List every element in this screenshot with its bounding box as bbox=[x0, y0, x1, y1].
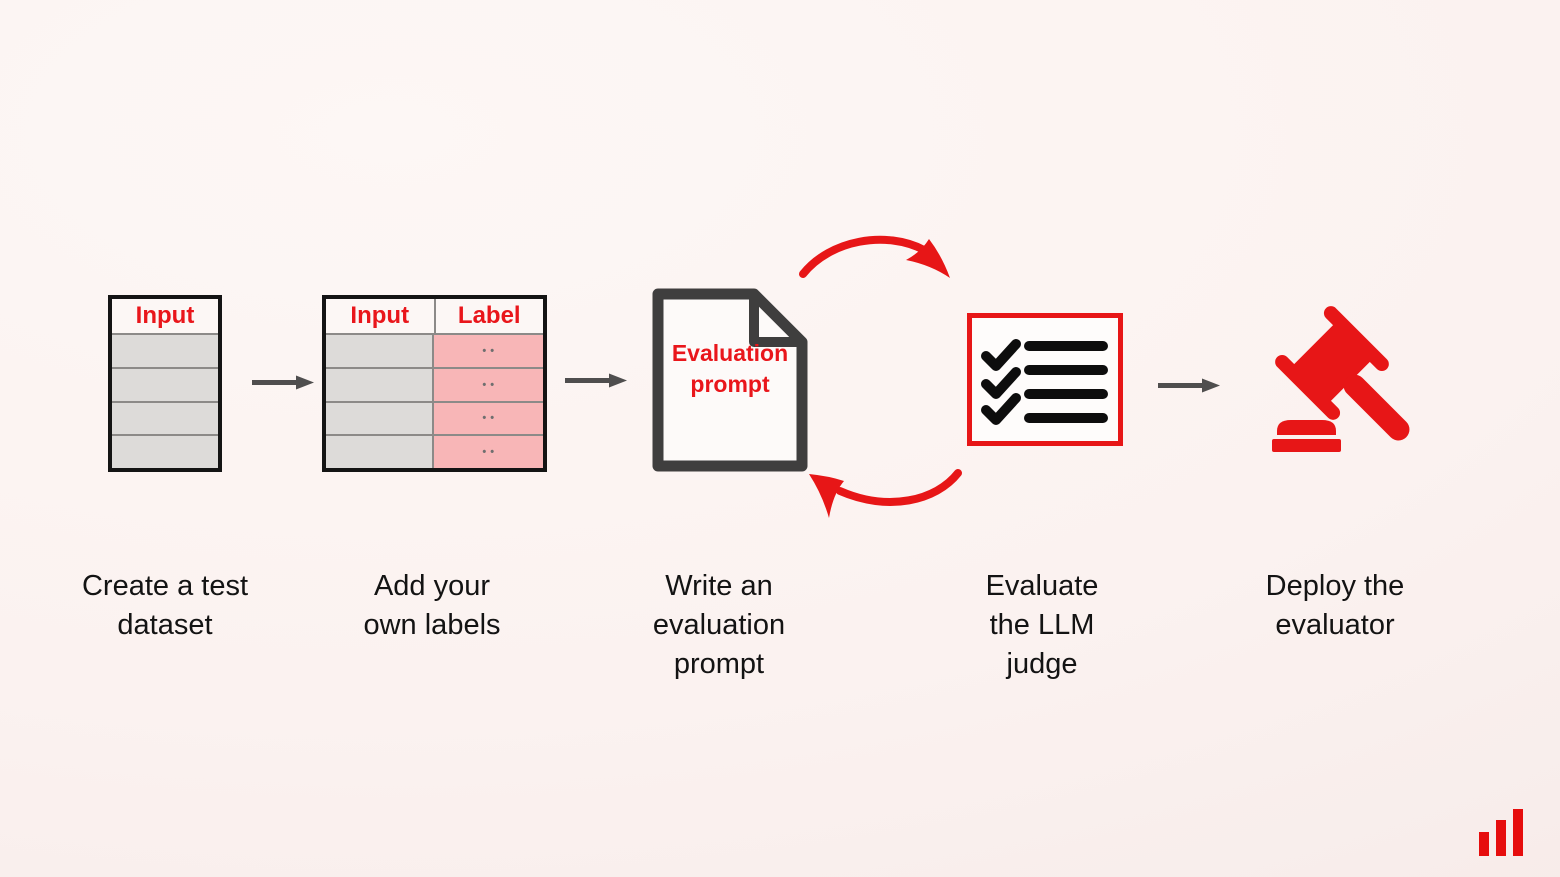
table-row: •• bbox=[326, 366, 543, 401]
table-row bbox=[112, 434, 218, 468]
input-cell bbox=[326, 436, 432, 468]
input-dataset-table: Input bbox=[108, 295, 222, 472]
input-cell bbox=[326, 335, 432, 367]
table-row: •• bbox=[326, 335, 543, 367]
table-row: •• bbox=[326, 400, 543, 435]
document-icon bbox=[652, 288, 808, 472]
caption-add-your-own-labels: Add your own labels bbox=[363, 570, 501, 641]
checklist-icon bbox=[967, 313, 1123, 446]
input-column-header: Input bbox=[350, 302, 410, 329]
gavel-icon bbox=[1272, 306, 1410, 452]
table-row: •• bbox=[326, 434, 543, 468]
labeled-dataset-table: Input Label •• •• •• •• bbox=[322, 295, 547, 472]
input-cell bbox=[326, 368, 432, 401]
arrow-right-icon bbox=[1158, 378, 1220, 393]
label-cell: •• bbox=[431, 368, 543, 401]
arrow-right-icon bbox=[252, 375, 314, 390]
table-body bbox=[112, 335, 218, 468]
input-column-header: Input bbox=[112, 299, 218, 335]
caption-deploy-evaluator: Deploy the evaluator bbox=[1265, 570, 1405, 641]
bar-chart-logo-icon bbox=[1479, 809, 1523, 856]
table-header-row: Input Label bbox=[326, 299, 543, 335]
label-column-header: Label bbox=[433, 299, 544, 333]
caption-create-test-dataset: Create a test dataset bbox=[81, 570, 249, 641]
cycle-arrows-icon bbox=[799, 235, 962, 518]
label-cell: •• bbox=[431, 402, 543, 435]
caption-evaluate-llm-judge: Evaluate the LLM judge bbox=[985, 570, 1099, 680]
caption-write-evaluation-prompt: Write an evaluation prompt bbox=[652, 570, 786, 680]
table-row bbox=[112, 400, 218, 435]
label-cell: •• bbox=[431, 436, 543, 468]
checklist-marks bbox=[981, 339, 1108, 425]
label-cell: •• bbox=[431, 335, 543, 367]
table-body: •• •• •• •• bbox=[326, 335, 543, 468]
table-row bbox=[112, 366, 218, 401]
arrow-right-icon bbox=[565, 373, 627, 388]
table-row bbox=[112, 335, 218, 367]
evaluation-prompt-label: Evaluation prompt bbox=[671, 340, 789, 397]
input-cell bbox=[326, 402, 432, 435]
